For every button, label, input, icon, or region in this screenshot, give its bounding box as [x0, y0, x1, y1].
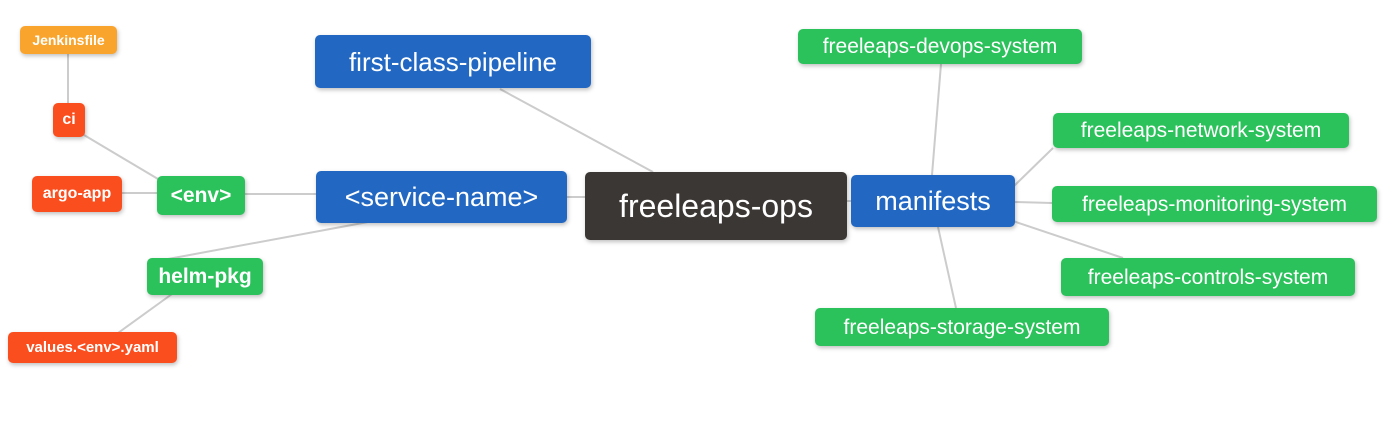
node-values-env-yaml[interactable]: values.<env>.yaml — [8, 332, 177, 363]
node-label: Jenkinsfile — [32, 32, 105, 48]
node-label: freeleaps-network-system — [1080, 119, 1322, 142]
node-freeleaps-controls-system[interactable]: freeleaps-controls-system — [1061, 258, 1355, 296]
edge-helm-pkg-to-values-env-yaml — [117, 293, 173, 334]
node-label: freeleaps-ops — [619, 188, 813, 224]
node-manifests[interactable]: manifests — [851, 175, 1015, 227]
node-label: manifests — [875, 185, 991, 216]
edge-manifests-to-freeleaps-network-system — [1013, 147, 1054, 187]
node-ci[interactable]: ci — [53, 103, 85, 137]
node-label: ci — [62, 111, 76, 128]
node-label: first-class-pipeline — [348, 46, 558, 77]
node-label: freeleaps-monitoring-system — [1082, 192, 1347, 216]
edge-service-name-to-helm-pkg — [167, 221, 369, 260]
node-label: values.<env>.yaml — [26, 339, 159, 356]
node-label: argo-app — [42, 185, 112, 202]
node-freeleaps-devops-system[interactable]: freeleaps-devops-system — [798, 29, 1082, 64]
node-argo-app[interactable]: argo-app — [32, 176, 122, 212]
node-label: <env> — [170, 184, 232, 207]
edge-manifests-to-freeleaps-storage-system — [937, 226, 957, 309]
node-label: freeleaps-controls-system — [1087, 265, 1329, 289]
node-freeleaps-storage-system[interactable]: freeleaps-storage-system — [815, 308, 1109, 346]
node-label: freeleaps-storage-system — [843, 315, 1081, 339]
node-freeleaps-ops-root[interactable]: freeleaps-ops — [585, 172, 847, 240]
node-label: helm-pkg — [158, 265, 252, 288]
node-env[interactable]: <env> — [157, 176, 245, 215]
node-helm-pkg[interactable]: helm-pkg — [147, 258, 263, 295]
edge-manifests-to-freeleaps-monitoring-system — [1013, 201, 1053, 204]
node-label: <service-name> — [344, 181, 539, 212]
node-service-name[interactable]: <service-name> — [316, 171, 567, 223]
node-freeleaps-monitoring-system[interactable]: freeleaps-monitoring-system — [1052, 186, 1377, 222]
node-freeleaps-network-system[interactable]: freeleaps-network-system — [1053, 113, 1349, 148]
edge-manifests-to-freeleaps-controls-system — [1012, 220, 1124, 259]
edge-manifests-to-freeleaps-devops-system — [931, 63, 942, 176]
edge-env-to-ci — [83, 134, 159, 180]
node-jenkinsfile[interactable]: Jenkinsfile — [20, 26, 117, 54]
edge-freeleaps-ops-to-first-class-pipeline — [499, 88, 654, 173]
node-first-class-pipeline[interactable]: first-class-pipeline — [315, 35, 591, 88]
node-label: freeleaps-devops-system — [822, 35, 1058, 58]
